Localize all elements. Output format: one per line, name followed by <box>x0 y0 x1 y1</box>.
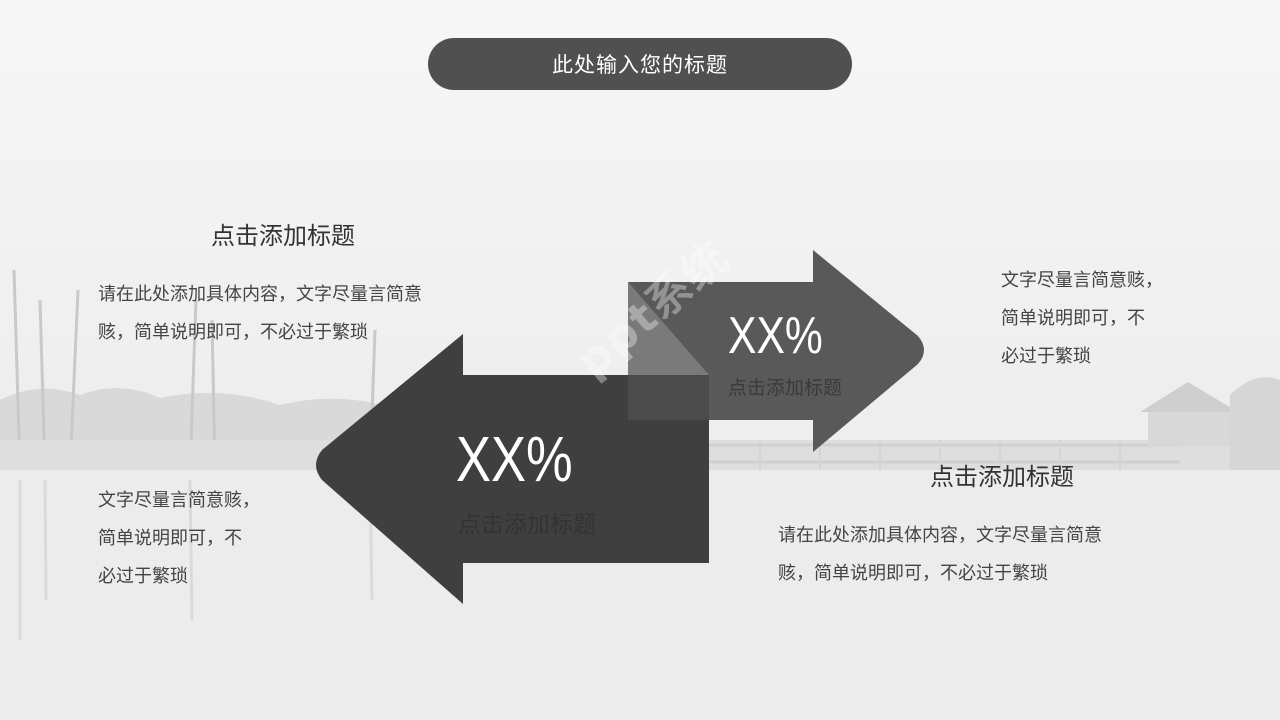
arrow-left-value: XX% <box>456 423 573 495</box>
arrow-right-value: XX% <box>728 307 823 365</box>
slide-title: 此处输入您的标题 <box>428 38 852 90</box>
left-body-line1: 请在此处添加具体内容，文字尽量言简意 <box>98 284 422 305</box>
right-body-line2: 赅，简单说明即可，不必过于繁琐 <box>778 563 1048 584</box>
right-heading: 点击添加标题 <box>930 463 1074 491</box>
left-bottom-line2: 简单说明即可，不 <box>98 528 242 549</box>
left-bottom-line3: 必过于繁琐 <box>98 566 188 587</box>
left-bottom-body: 文字尽量言简意赅， 简单说明即可，不 必过于繁琐 <box>98 482 260 596</box>
left-arrow <box>316 334 709 604</box>
left-body-line2: 赅，简单说明即可，不必过于繁琐 <box>98 322 368 343</box>
fold-overlap <box>628 375 709 420</box>
left-heading: 点击添加标题 <box>211 222 355 250</box>
right-top-line1: 文字尽量言简意赅， <box>1001 270 1163 291</box>
arrow-left-label: 点击添加标题 <box>458 512 596 538</box>
right-body: 请在此处添加具体内容，文字尽量言简意 赅，简单说明即可，不必过于繁琐 <box>778 517 1102 593</box>
right-top-line3: 必过于繁琐 <box>1001 346 1091 367</box>
fold-shadow <box>628 282 709 375</box>
right-body-line1: 请在此处添加具体内容，文字尽量言简意 <box>778 525 1102 546</box>
left-body: 请在此处添加具体内容，文字尽量言简意 赅，简单说明即可，不必过于繁琐 <box>98 276 422 352</box>
arrow-right-label: 点击添加标题 <box>728 377 843 399</box>
right-top-body: 文字尽量言简意赅， 简单说明即可，不 必过于繁琐 <box>1001 262 1163 376</box>
left-bottom-line1: 文字尽量言简意赅， <box>98 490 260 511</box>
right-top-line2: 简单说明即可，不 <box>1001 308 1145 329</box>
